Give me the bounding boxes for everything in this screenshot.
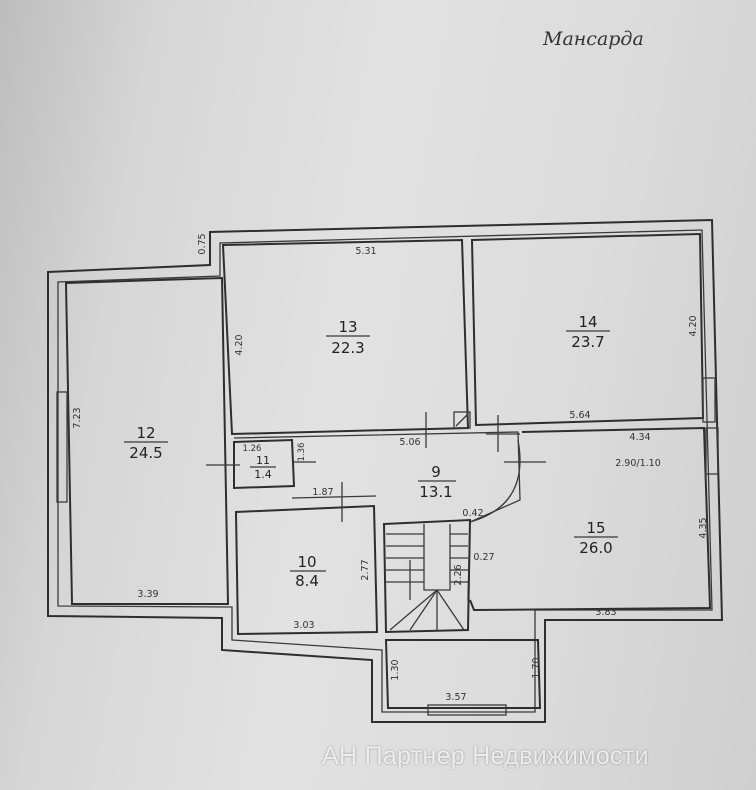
room-label-10: 10 8.4 (290, 553, 326, 590)
svg-text:4.35: 4.35 (698, 517, 709, 538)
svg-text:26.0: 26.0 (579, 539, 612, 557)
floor-title: Мансарда (543, 28, 644, 50)
room-label-14: 14 23.7 (566, 313, 610, 351)
window-left (56, 391, 68, 503)
svg-text:2.90/1.10: 2.90/1.10 (615, 458, 661, 469)
room-12-outline (64, 276, 230, 605)
svg-text:1.87: 1.87 (312, 487, 333, 498)
staircase (382, 518, 472, 634)
svg-text:1.26: 1.26 (243, 444, 262, 454)
svg-text:9: 9 (431, 463, 441, 481)
svg-text:0.75: 0.75 (197, 233, 208, 254)
svg-text:3.39: 3.39 (137, 589, 158, 600)
room-label-12: 12 24.5 (124, 424, 168, 462)
svg-text:2.26: 2.26 (453, 564, 464, 585)
svg-text:10: 10 (297, 553, 316, 571)
bay-outline (384, 639, 542, 709)
chimney (453, 411, 471, 429)
svg-text:4.20: 4.20 (688, 315, 699, 336)
dimension-labels: 0.75 5.31 4.20 4.20 7.23 5.64 5.06 4.34 … (72, 233, 709, 703)
watermark: АН Партнер Недвижимости (322, 742, 649, 770)
room-10-outline (234, 504, 379, 636)
corridor-wall (291, 495, 377, 499)
curved-wall (469, 439, 521, 523)
chimney-diagonal (455, 413, 469, 427)
svg-text:3.57: 3.57 (445, 692, 466, 703)
svg-text:0.42: 0.42 (462, 508, 483, 519)
window-bottom (427, 704, 507, 716)
window-right-upper (702, 377, 716, 423)
svg-text:5.06: 5.06 (399, 437, 420, 448)
svg-text:1.36: 1.36 (297, 443, 307, 462)
svg-text:12: 12 (136, 424, 155, 442)
room-label-13: 13 22.3 (326, 318, 370, 357)
room-13-outline (221, 238, 470, 436)
svg-text:14: 14 (578, 313, 597, 331)
svg-text:8.4: 8.4 (295, 572, 319, 590)
svg-text:23.7: 23.7 (571, 333, 604, 351)
svg-text:0.27: 0.27 (473, 552, 494, 563)
svg-text:1.30: 1.30 (390, 659, 401, 680)
svg-text:5.31: 5.31 (355, 246, 376, 257)
svg-text:3.03: 3.03 (293, 620, 314, 631)
outer-wall-inner (57, 229, 713, 713)
room-label-9: 9 13.1 (418, 463, 456, 501)
room-15-outline (469, 426, 712, 612)
outer-wall (47, 218, 724, 723)
svg-text:13: 13 (338, 318, 357, 336)
svg-text:1.4: 1.4 (254, 468, 272, 481)
svg-text:15: 15 (586, 519, 605, 537)
svg-text:5.64: 5.64 (569, 410, 590, 421)
svg-text:7.23: 7.23 (72, 407, 83, 428)
window-right-lower (705, 427, 719, 475)
room-11-outline (233, 438, 296, 490)
room-label-11: 11 1.4 (250, 454, 276, 481)
room-label-15: 15 26.0 (574, 519, 618, 557)
svg-text:11: 11 (256, 454, 270, 467)
svg-text:13.1: 13.1 (419, 483, 452, 501)
svg-text:2.77: 2.77 (360, 559, 371, 580)
svg-text:3.83: 3.83 (595, 607, 616, 618)
door-markers (206, 412, 546, 522)
svg-text:24.5: 24.5 (129, 444, 162, 462)
svg-text:4.34: 4.34 (629, 432, 650, 443)
svg-text:1.70: 1.70 (531, 657, 542, 678)
svg-text:4.20: 4.20 (234, 334, 245, 355)
svg-text:22.3: 22.3 (331, 339, 364, 357)
